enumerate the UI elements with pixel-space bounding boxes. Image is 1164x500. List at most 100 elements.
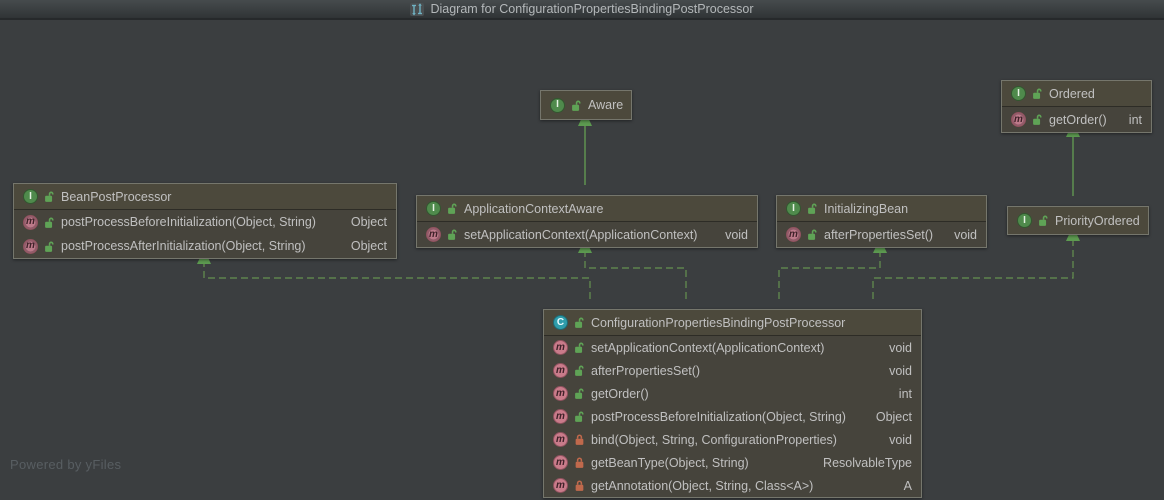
uml-node-aware[interactable]: Aware — [540, 90, 632, 120]
method-icon — [553, 432, 568, 447]
interface-icon — [1017, 213, 1032, 228]
method-icon — [23, 214, 38, 230]
method-return-type: void — [889, 340, 912, 355]
method-icon — [553, 478, 568, 493]
method-return-type: void — [725, 227, 748, 242]
node-header[interactable]: ApplicationContextAware — [417, 196, 757, 222]
public-lock-icon — [574, 364, 585, 377]
method-signature: setApplicationContext(ApplicationContext… — [591, 340, 825, 355]
uml-node-initializingbean[interactable]: InitializingBean afterPropertiesSet() vo… — [776, 195, 987, 248]
private-lock-icon — [574, 479, 585, 492]
node-title: ApplicationContextAware — [464, 201, 604, 216]
method-row[interactable]: bind(Object, String, ConfigurationProper… — [544, 428, 921, 451]
method-row[interactable]: getOrder() int — [544, 382, 921, 405]
node-header[interactable]: Aware — [541, 91, 631, 119]
node-title: PriorityOrdered — [1055, 213, 1140, 228]
public-lock-icon — [44, 216, 55, 229]
method-icon — [553, 409, 568, 424]
node-title: Aware — [588, 98, 624, 112]
method-row[interactable]: setApplicationContext(ApplicationContext… — [544, 336, 921, 359]
uml-node-applicationcontextaware[interactable]: ApplicationContextAware setApplicationCo… — [416, 195, 758, 248]
method-icon — [553, 340, 568, 355]
public-lock-icon — [44, 190, 55, 203]
method-return-type: void — [889, 363, 912, 378]
method-signature: getOrder() — [591, 386, 649, 401]
method-return-type: ResolvableType — [823, 455, 912, 470]
method-signature: afterPropertiesSet() — [591, 363, 701, 378]
method-icon — [23, 238, 38, 254]
public-lock-icon — [447, 202, 458, 215]
method-icon — [553, 386, 568, 401]
interface-icon — [550, 97, 565, 113]
method-row[interactable]: afterPropertiesSet() void — [544, 359, 921, 382]
method-row[interactable]: getBeanType(Object, String) ResolvableTy… — [544, 451, 921, 474]
node-title: Ordered — [1049, 86, 1095, 101]
method-return-type: Object — [350, 239, 387, 253]
window-title-bar: Diagram for ConfigurationPropertiesBindi… — [0, 0, 1164, 20]
public-lock-icon — [574, 316, 585, 329]
method-icon — [426, 227, 441, 242]
public-lock-icon — [574, 387, 585, 400]
edge-applicationcontextaware-extends-aware[interactable] — [578, 111, 592, 185]
public-lock-icon — [807, 228, 818, 241]
node-header[interactable]: InitializingBean — [777, 196, 986, 222]
method-return-type: A — [903, 478, 912, 493]
node-header[interactable]: ConfigurationPropertiesBindingPostProces… — [544, 310, 921, 336]
node-header[interactable]: BeanPostProcessor — [14, 184, 396, 210]
method-icon — [553, 363, 568, 378]
method-signature: postProcessBeforeInitialization(Object, … — [61, 215, 316, 229]
method-row[interactable]: getAnnotation(Object, String, Class<A>) … — [544, 474, 921, 497]
public-lock-icon — [447, 228, 458, 241]
method-signature: getAnnotation(Object, String, Class<A>) — [591, 478, 814, 493]
method-return-type: void — [889, 432, 912, 447]
interface-icon — [1011, 86, 1026, 101]
public-lock-icon — [807, 202, 818, 215]
method-return-type: int — [1128, 112, 1142, 127]
method-signature: getOrder() — [1049, 112, 1107, 127]
method-row[interactable]: afterPropertiesSet() void — [777, 222, 986, 247]
method-icon — [1011, 112, 1026, 127]
method-row[interactable]: postProcessBeforeInitialization(Object, … — [14, 210, 396, 234]
public-lock-icon — [1032, 113, 1043, 126]
edge-priorityordered-extends-ordered[interactable] — [1066, 122, 1080, 196]
yfiles-watermark: Powered by yFiles — [10, 457, 122, 472]
method-return-type: Object — [350, 215, 387, 229]
public-lock-icon — [1038, 214, 1049, 227]
method-row[interactable]: setApplicationContext(ApplicationContext… — [417, 222, 757, 247]
method-row[interactable]: getOrder() int — [1002, 107, 1151, 132]
private-lock-icon — [574, 456, 585, 469]
method-signature: setApplicationContext(ApplicationContext… — [464, 227, 698, 242]
uml-node-ordered[interactable]: Ordered getOrder() int — [1001, 80, 1152, 133]
window-title: Diagram for ConfigurationPropertiesBindi… — [430, 2, 754, 16]
node-title: InitializingBean — [824, 201, 909, 216]
method-row[interactable]: postProcessBeforeInitialization(Object, … — [544, 405, 921, 428]
interface-icon — [786, 201, 801, 216]
method-return-type: Object — [875, 409, 912, 424]
public-lock-icon — [1032, 87, 1043, 100]
uml-node-priorityordered[interactable]: PriorityOrdered — [1007, 206, 1149, 235]
uml-node-configurationpropertiesbindingpostprocessor[interactable]: ConfigurationPropertiesBindingPostProces… — [543, 309, 922, 498]
uml-node-beanpostprocessor[interactable]: BeanPostProcessor postProcessBeforeIniti… — [13, 183, 397, 259]
node-title: BeanPostProcessor — [61, 189, 172, 204]
method-return-type: void — [954, 227, 977, 242]
interface-icon — [23, 189, 38, 204]
method-signature: postProcessAfterInitialization(Object, S… — [61, 239, 306, 253]
method-return-type: int — [898, 386, 912, 401]
private-lock-icon — [574, 433, 585, 446]
method-row[interactable]: postProcessAfterInitialization(Object, S… — [14, 234, 396, 258]
method-icon — [553, 455, 568, 470]
method-signature: bind(Object, String, ConfigurationProper… — [591, 432, 837, 447]
public-lock-icon — [571, 99, 582, 112]
method-signature: postProcessBeforeInitialization(Object, … — [591, 409, 846, 424]
public-lock-icon — [574, 410, 585, 423]
public-lock-icon — [44, 240, 55, 253]
public-lock-icon — [574, 341, 585, 354]
node-header[interactable]: PriorityOrdered — [1008, 207, 1148, 234]
class-icon — [553, 315, 568, 330]
diagram-icon — [410, 2, 425, 16]
node-header[interactable]: Ordered — [1002, 81, 1151, 107]
method-signature: afterPropertiesSet() — [824, 227, 934, 242]
diagram-canvas[interactable]: Aware Ordered getOrder() int BeanPostPro… — [0, 20, 1164, 498]
node-title: ConfigurationPropertiesBindingPostProces… — [591, 315, 846, 330]
interface-icon — [426, 201, 441, 216]
